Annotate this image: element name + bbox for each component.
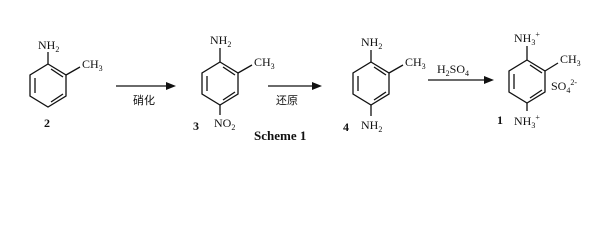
reaction-scheme: NH2 CH3 2 硝化 NH2 CH3 NO2 3 还原 Scheme 1 xyxy=(29,30,581,143)
compound-1-methyl-label: CH3 xyxy=(560,52,581,68)
arrow-sulfuric-acid: H2SO4 xyxy=(428,62,494,84)
compound-1-sulfate-label: SO42- xyxy=(551,78,577,95)
compound-4-methyl-label: CH3 xyxy=(405,55,426,71)
compound-2-ring xyxy=(29,63,67,108)
compound-4-bottom-amino-label: NH2 xyxy=(361,118,382,134)
compound-3-ring xyxy=(201,61,239,106)
compound-3-methyl-label: CH3 xyxy=(254,55,275,71)
arrow-nitration: 硝化 xyxy=(116,82,176,107)
compound-3-nitro-label: NO2 xyxy=(214,116,235,132)
compound-1-methyl-bond xyxy=(544,62,559,72)
compound-2-number: 2 xyxy=(44,116,50,130)
arrow-sulfuric-acid-label: H2SO4 xyxy=(437,62,469,78)
compound-3: NH2 CH3 NO2 3 xyxy=(193,33,275,133)
compound-1-top-ammonium-label: NH3+ xyxy=(514,30,540,47)
compound-2-amino-label: NH2 xyxy=(38,38,59,54)
compound-1: NH3+ CH3 SO42- NH3+ 1 xyxy=(497,30,581,130)
arrow-nitration-label: 硝化 xyxy=(133,93,155,107)
compound-1-ring xyxy=(508,59,546,104)
compound-2-methyl-label: CH3 xyxy=(82,57,103,73)
scheme-caption: Scheme 1 xyxy=(254,128,306,143)
compound-2: NH2 CH3 2 xyxy=(29,38,103,130)
compound-4-ring xyxy=(352,61,390,106)
compound-4-methyl-bond xyxy=(388,64,404,74)
compound-4-number: 4 xyxy=(343,120,349,134)
compound-3-number: 3 xyxy=(193,119,199,133)
arrow-reduction-label: 还原 xyxy=(276,94,298,107)
compound-2-methyl-bond xyxy=(65,66,81,76)
compound-3-amino-label: NH2 xyxy=(210,33,231,49)
arrow-reduction: 还原 xyxy=(268,82,322,107)
compound-1-number: 1 xyxy=(497,113,503,127)
compound-3-methyl-bond xyxy=(237,64,253,74)
compound-1-bottom-ammonium-label: NH3+ xyxy=(514,113,540,130)
compound-4: NH2 CH3 NH2 4 xyxy=(343,35,426,134)
compound-4-top-amino-label: NH2 xyxy=(361,35,382,51)
